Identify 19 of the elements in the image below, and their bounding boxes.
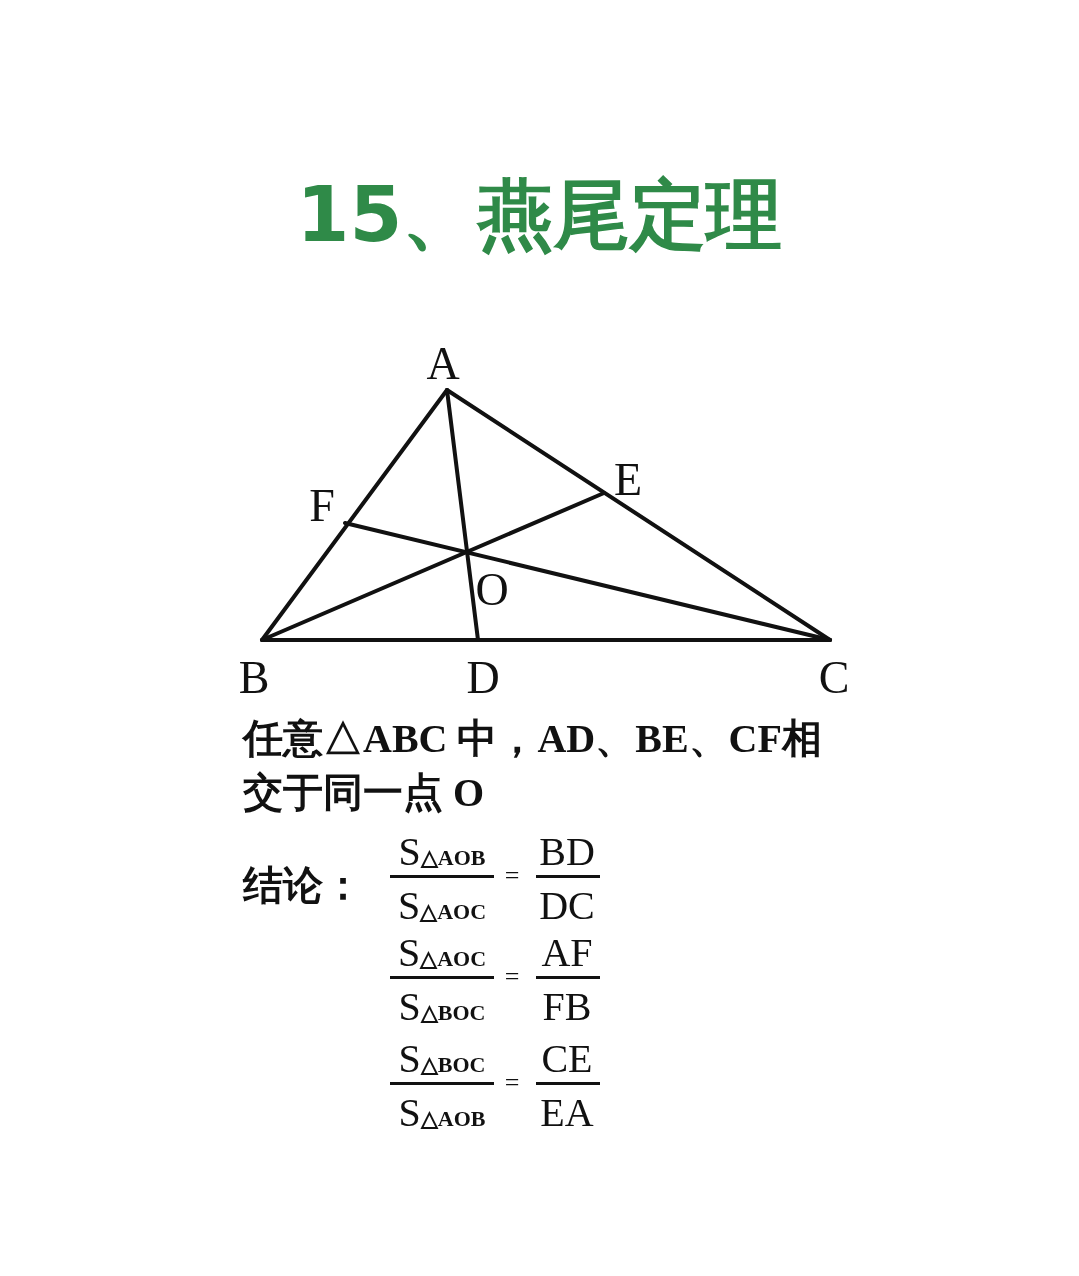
fraction-numerator: CE [541, 1039, 593, 1079]
point-label: F [309, 483, 335, 529]
title: 15、燕尾定理 [295, 169, 784, 261]
statement-text: 任意△ABC 中，AD、BE、CF相交于同一点 O [243, 715, 823, 817]
fraction-denominator: FB [542, 987, 592, 1027]
conclusion-label: 结论： [243, 862, 363, 910]
equals-sign: = [504, 964, 520, 990]
point-label: A [426, 341, 460, 387]
fraction-denominator: DC [539, 886, 595, 926]
point-label: B [238, 655, 270, 701]
equals-sign: = [504, 1070, 520, 1096]
fraction-denominator: EA [540, 1093, 594, 1133]
point-label: C [818, 655, 850, 701]
equals-sign: = [504, 863, 520, 889]
point-label: O [475, 567, 509, 613]
fraction-numerator: AF [541, 933, 593, 973]
point-label: E [613, 457, 643, 503]
point-label: D [466, 655, 500, 701]
fraction-numerator: BD [539, 832, 595, 872]
